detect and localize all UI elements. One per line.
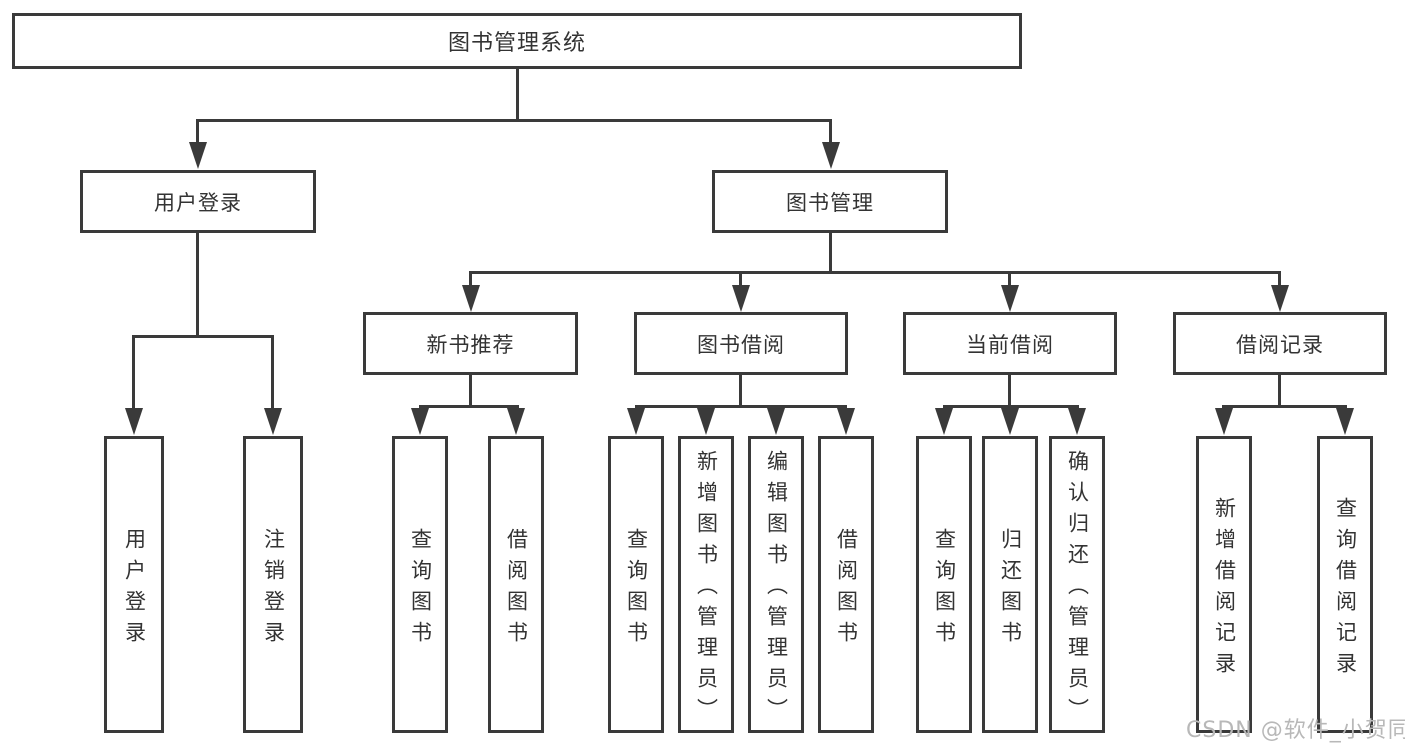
leaf-add-books-admin: 新增图书（管理员）: [678, 436, 734, 733]
node-label: 查询图书: [624, 527, 649, 652]
node-label: 图书借阅: [697, 332, 785, 357]
csdn-watermark: CSDN @软件_小贺同学: [1186, 718, 1405, 743]
connector-newbook-bus: [419, 405, 519, 408]
arrowhead-icon: [189, 142, 207, 169]
node-label: 编辑图书（管理员）: [764, 450, 789, 729]
node-label: 借阅图书: [504, 527, 529, 652]
node-book-borrowing: 图书借阅: [634, 312, 848, 375]
arrowhead-icon: [767, 408, 785, 435]
node-label: 查询图书: [408, 527, 433, 652]
leaf-borrow-books: 借阅图书: [818, 436, 874, 733]
connector-to-new-book: [469, 271, 472, 287]
node-book-management: 图书管理: [712, 170, 948, 233]
node-borrowing-records: 借阅记录: [1173, 312, 1387, 375]
node-label: 用户登录: [154, 190, 242, 215]
arrowhead-icon: [837, 408, 855, 435]
node-label: 归还图书: [998, 527, 1023, 652]
arrowhead-icon: [264, 408, 282, 435]
arrowhead-icon: [1001, 285, 1019, 312]
connector-bookmgmt-stem: [829, 233, 832, 273]
node-label: 查询借阅记录: [1333, 496, 1358, 683]
leaf-user-login: 用户登录: [104, 436, 164, 733]
node-new-book-recommend: 新书推荐: [363, 312, 578, 375]
arrowhead-icon: [1271, 285, 1289, 312]
connector-borrow-stem: [739, 375, 742, 408]
node-label: 新增借阅记录: [1212, 496, 1237, 683]
connector-root-stem: [516, 69, 519, 121]
node-label: 借阅记录: [1236, 332, 1324, 357]
node-label: 图书管理: [786, 190, 874, 215]
leaf-edit-books-admin: 编辑图书（管理员）: [748, 436, 804, 733]
arrowhead-icon: [1215, 408, 1233, 435]
arrowhead-icon: [627, 408, 645, 435]
leaf-confirm-return-admin: 确认归还（管理员）: [1049, 436, 1105, 733]
arrowhead-icon: [125, 408, 143, 435]
arrowhead-icon: [697, 408, 715, 435]
arrowhead-icon: [935, 408, 953, 435]
connector-login-to-logout: [271, 335, 274, 410]
node-label: 图书管理系统: [447, 31, 586, 56]
connector-current-bus: [943, 405, 1079, 408]
leaf-borrow-books-recommend: 借阅图书: [488, 436, 544, 733]
leaf-query-books-current: 查询图书: [916, 436, 972, 733]
connector-root-bus: [196, 119, 832, 122]
leaf-query-books-borrowing: 查询图书: [608, 436, 664, 733]
node-current-borrowing: 当前借阅: [903, 312, 1117, 375]
arrowhead-icon: [462, 285, 480, 312]
connector-borrow-bus: [635, 405, 847, 408]
node-user-login: 用户登录: [80, 170, 316, 233]
connector-to-current-borrow: [1008, 271, 1011, 287]
leaf-query-borrow-record: 查询借阅记录: [1317, 436, 1373, 733]
node-label: 新书推荐: [426, 332, 515, 357]
connector-to-borrow-records: [1278, 271, 1281, 287]
node-label: 借阅图书: [834, 527, 859, 652]
leaf-return-books: 归还图书: [982, 436, 1038, 733]
connector-root-to-bookmgmt: [829, 119, 832, 145]
connector-root-to-login: [196, 119, 199, 145]
node-label: 当前借阅: [966, 332, 1054, 357]
connector-records-stem: [1278, 375, 1281, 408]
arrowhead-icon: [1336, 408, 1354, 435]
connector-to-book-borrow: [739, 271, 742, 287]
connector-records-bus: [1222, 405, 1347, 408]
node-label: 确认归还（管理员）: [1065, 450, 1090, 729]
leaf-logout: 注销登录: [243, 436, 303, 733]
arrowhead-icon: [1001, 408, 1019, 435]
connector-bookmgmt-bus: [469, 271, 1281, 274]
connector-newbook-stem: [469, 375, 472, 408]
connector-current-stem: [1008, 375, 1011, 408]
node-library-management-system: 图书管理系统: [12, 13, 1022, 69]
node-label: 注销登录: [261, 527, 286, 652]
arrowhead-icon: [507, 408, 525, 435]
connector-login-to-userlogin: [132, 335, 135, 410]
arrowhead-icon: [822, 142, 840, 169]
node-label: 用户登录: [122, 527, 147, 652]
arrowhead-icon: [411, 408, 429, 435]
node-label: 新增图书（管理员）: [694, 450, 719, 729]
connector-login-bus: [132, 335, 274, 338]
node-label: 查询图书: [932, 527, 957, 652]
arrowhead-icon: [732, 285, 750, 312]
leaf-add-borrow-record: 新增借阅记录: [1196, 436, 1252, 733]
connector-login-stem: [196, 233, 199, 337]
arrowhead-icon: [1068, 408, 1086, 435]
leaf-query-books-recommend: 查询图书: [392, 436, 448, 733]
